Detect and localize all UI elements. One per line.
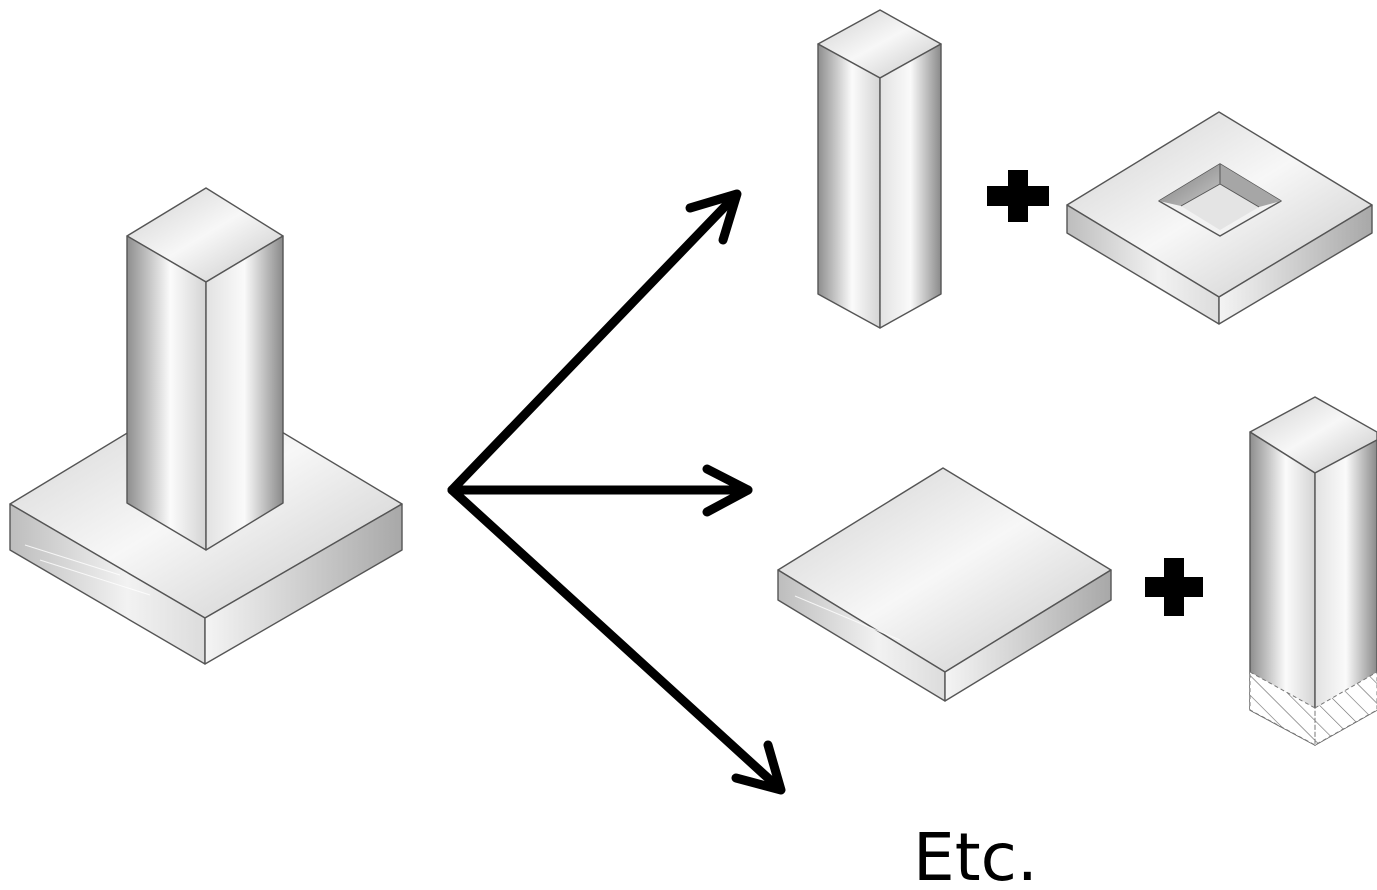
embedded-end-hatch <box>1249 671 1377 746</box>
plus-icon <box>987 170 1049 222</box>
option-2-column-icon <box>1249 396 1377 746</box>
arrow-to-option-2 <box>447 464 753 517</box>
arrow-to-etc <box>447 485 786 795</box>
footing-column <box>126 187 284 551</box>
option-1-socket-slab-icon <box>1066 111 1373 325</box>
etc-label: Etc. <box>913 819 1038 890</box>
arrow-to-option-1 <box>447 189 742 495</box>
socket-hole <box>1158 163 1282 237</box>
combined-footing-icon <box>9 187 403 665</box>
option-2-slab-icon <box>777 467 1112 702</box>
option-1-column-icon <box>817 9 942 329</box>
plus-icon <box>1145 558 1203 616</box>
